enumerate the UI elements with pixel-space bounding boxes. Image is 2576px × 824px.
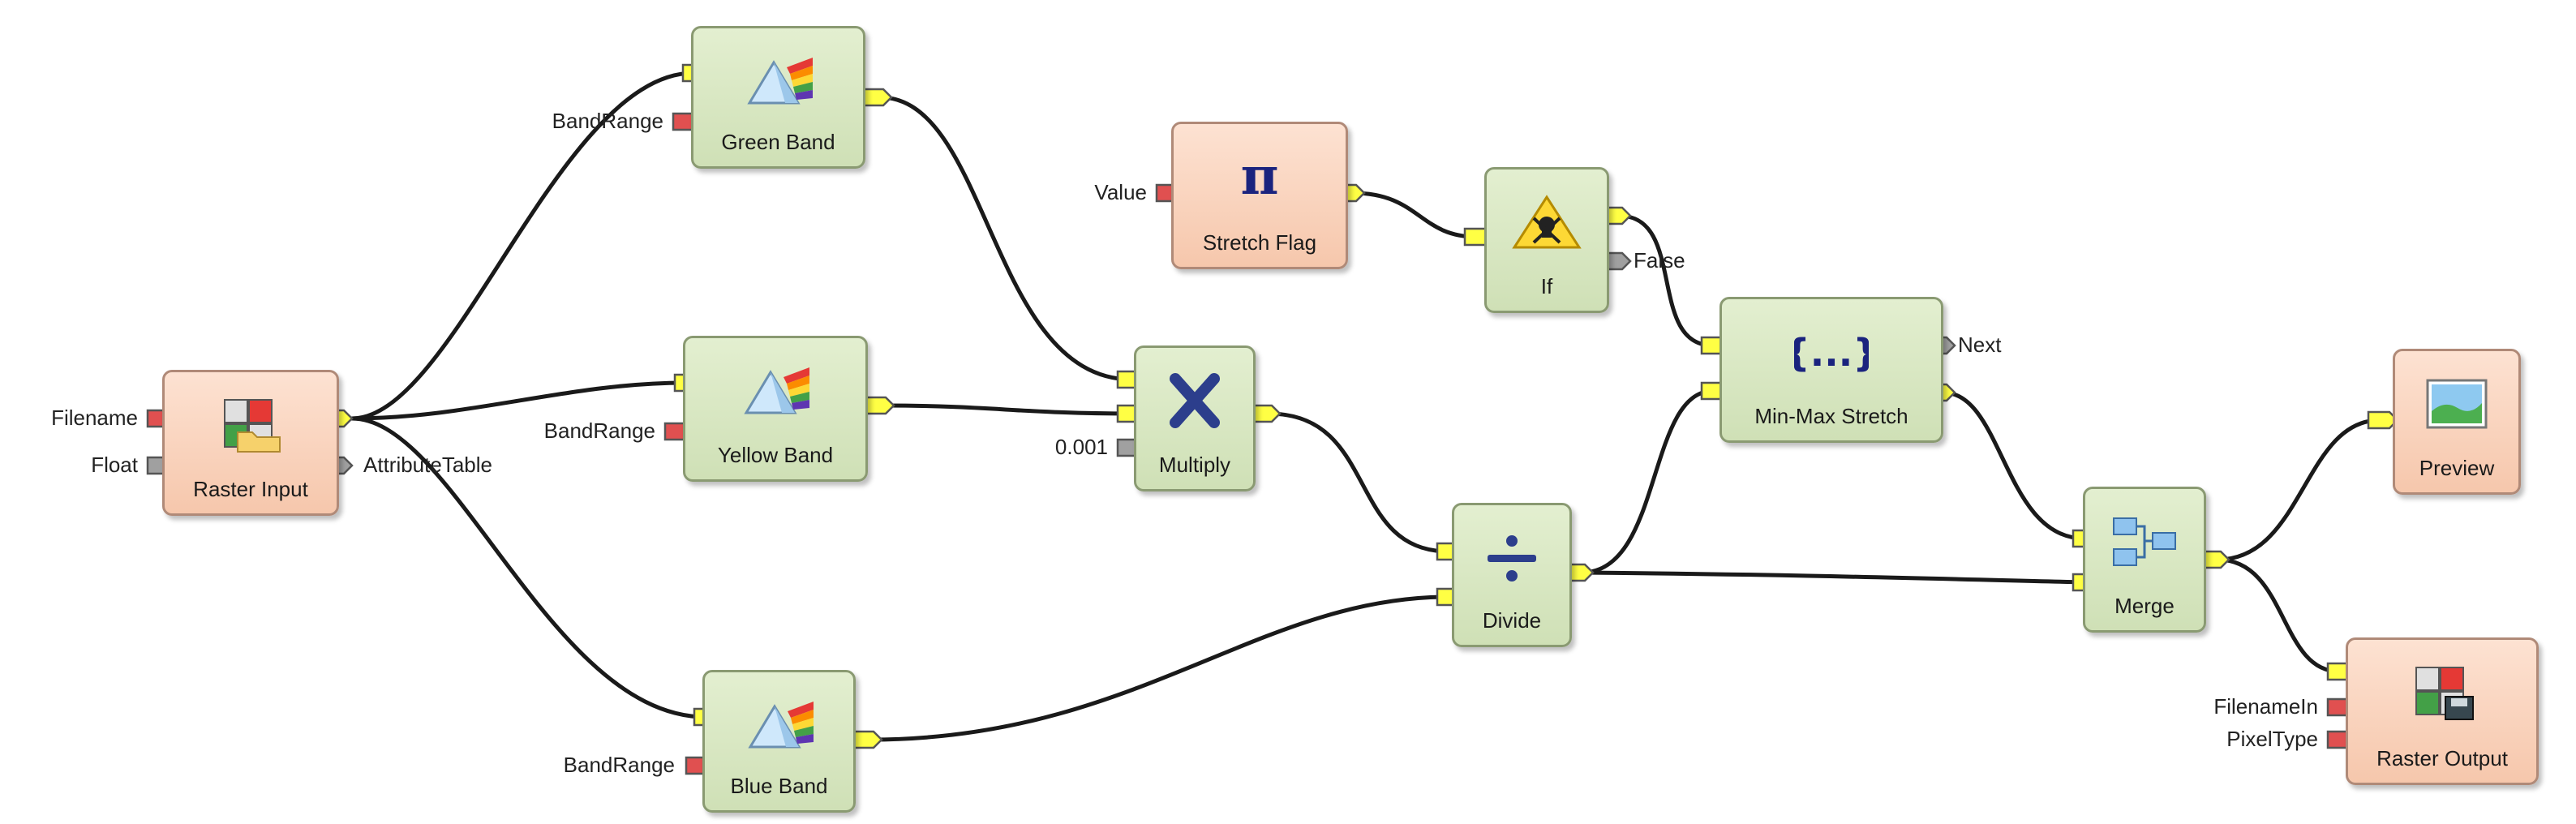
green-band-node[interactable]: Green Band xyxy=(691,26,865,169)
node-label: Green Band xyxy=(721,130,835,154)
warning-skull-icon xyxy=(1512,195,1582,249)
blue-band-output-port[interactable] xyxy=(851,730,883,749)
raster-input-node[interactable]: Raster Input xyxy=(162,370,339,516)
wire-divide-to-min-max xyxy=(1579,388,1715,575)
raster-output-node[interactable]: Raster Output xyxy=(2346,637,2539,785)
wire-input-to-yellow-band xyxy=(350,380,688,421)
green-band-output-port[interactable] xyxy=(861,88,893,107)
blue-band-range-port-label: BandRange xyxy=(563,753,675,777)
divide-node[interactable]: Divide xyxy=(1452,503,1572,647)
prism-icon xyxy=(746,58,813,105)
wire-stretch-flag-to-if xyxy=(1350,191,1479,239)
wire-divide-to-merge xyxy=(1579,570,2087,585)
wire-multiply-to-divide xyxy=(1266,411,1451,554)
merge-node[interactable]: Merge xyxy=(2083,487,2206,633)
svg-text:{...}: {...} xyxy=(1794,331,1869,375)
node-label: Min-Max Stretch xyxy=(1754,404,1908,428)
wire-if-to-min-max xyxy=(1616,213,1715,348)
preview-node[interactable]: Preview xyxy=(2393,349,2521,495)
if-false-port-label: False xyxy=(1634,248,1685,273)
yellow-band-output-port[interactable] xyxy=(863,396,895,415)
blue-band-node[interactable]: Blue Band xyxy=(702,670,856,813)
node-label: Merge xyxy=(2114,594,2175,618)
braces-icon: {...} xyxy=(1794,331,1869,375)
stretch-flag-node[interactable]: π Stretch Flag xyxy=(1171,122,1348,269)
multiply-icon xyxy=(1170,373,1220,428)
wire-yellow-to-multiply xyxy=(880,403,1135,416)
pi-icon: π xyxy=(1241,148,1279,205)
multiply-constant-port-label: 0.001 xyxy=(1054,435,1108,459)
wire-merge-to-output xyxy=(2215,557,2342,674)
node-label: Stretch Flag xyxy=(1202,230,1317,255)
prism-icon xyxy=(747,702,814,749)
if-node[interactable]: If xyxy=(1484,167,1609,313)
filename-in-port-label: FilenameIn xyxy=(2213,694,2318,719)
green-band-range-port-label: BandRange xyxy=(552,109,663,133)
node-label: Yellow Band xyxy=(717,443,834,467)
node-label: Divide xyxy=(1482,608,1542,633)
multiply-node[interactable]: Multiply xyxy=(1134,345,1256,491)
filename-port-label: Filename xyxy=(51,406,138,430)
min-max-stretch-node[interactable]: {...} Min-Max Stretch xyxy=(1719,297,1943,443)
node-label: Raster Output xyxy=(2376,746,2508,770)
yellow-band-range-port-label: BandRange xyxy=(543,418,655,443)
wire-input-to-green-band xyxy=(350,71,696,421)
svg-text:π: π xyxy=(1241,148,1279,205)
merge-icon xyxy=(2113,517,2176,566)
wire-min-max-to-merge xyxy=(1941,390,2087,541)
landscape-icon xyxy=(2426,379,2488,429)
yellow-band-node[interactable]: Yellow Band xyxy=(683,336,868,482)
node-label: Preview xyxy=(2419,456,2495,480)
pixel-type-port-label: PixelType xyxy=(2226,727,2318,751)
divide-icon xyxy=(1488,535,1536,582)
node-label: If xyxy=(1540,274,1553,298)
attribute-table-port-label: AttributeTable xyxy=(363,453,492,477)
prism-icon xyxy=(744,367,809,414)
wire-blue-to-divide xyxy=(868,594,1451,742)
wire-green-to-multiply xyxy=(878,95,1135,382)
node-label: Multiply xyxy=(1158,453,1231,477)
raster-folder-icon xyxy=(224,399,281,453)
node-label: Blue Band xyxy=(730,774,828,798)
float-port-label: Float xyxy=(91,453,138,477)
next-port-label: Next xyxy=(1958,333,2002,357)
wire-merge-to-preview xyxy=(2215,418,2382,562)
raster-disk-icon xyxy=(2415,667,2474,720)
value-port-label: Value xyxy=(1094,180,1147,204)
node-label: Raster Input xyxy=(193,477,308,501)
wire-input-to-blue-band xyxy=(350,416,708,719)
